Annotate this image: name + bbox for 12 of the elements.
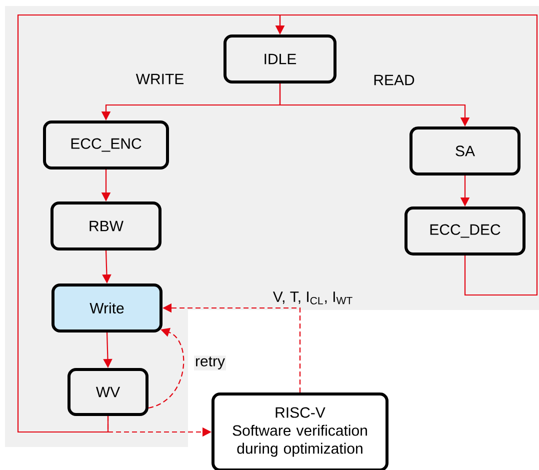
state-box: SA — [410, 126, 520, 176]
processor-box: RISC-V Software verification during optimization — [212, 392, 388, 470]
state-box: WV — [68, 368, 148, 416]
state-box: Write — [52, 284, 162, 332]
edge-label: retry — [194, 356, 226, 370]
edge-label: WRITE — [134, 72, 186, 86]
state-box: ECC_DEC — [404, 206, 526, 256]
state-box: ECC_ENC — [43, 120, 169, 170]
edge-label: READ — [372, 74, 416, 86]
edge-label: V, T, I$_{CL}$, I$_{WT}$ — [272, 290, 354, 306]
state-box: IDLE — [224, 34, 336, 84]
state-box: RBW — [50, 202, 162, 250]
